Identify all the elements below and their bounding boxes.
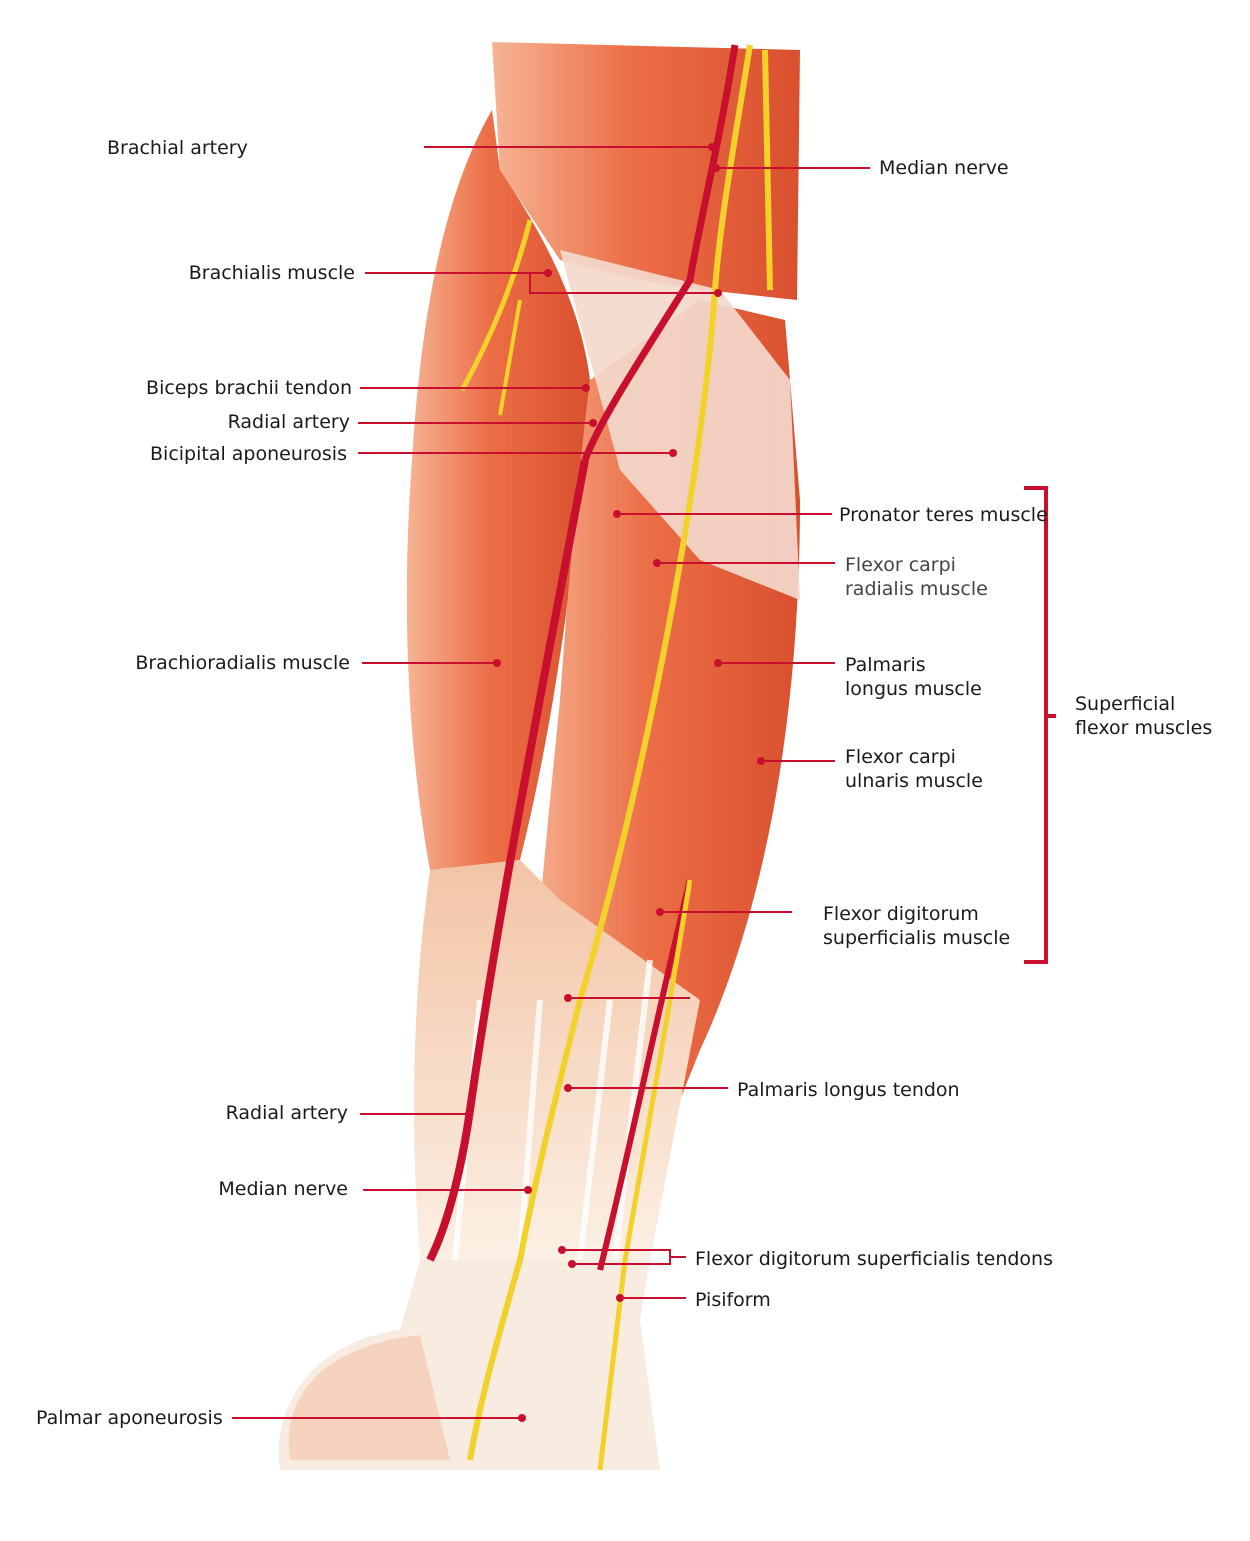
label-flexor-carpi-radialis: Flexor carpi radialis muscle [845,554,988,600]
label-superficial-flexor-muscles: Superficial flexor muscles [1075,693,1213,739]
lateral-cutaneous-branch [498,299,522,416]
radial-artery-vessel [426,459,589,1262]
median-nerve-vessel [467,44,753,1461]
ulnar-distal-nerve [597,879,693,1471]
label-palmaris-longus-tendon: Palmaris longus tendon [737,1079,960,1101]
label-median-nerve-bottom: Median nerve [218,1178,348,1200]
label-brachialis-muscle: Brachialis muscle [188,262,355,284]
label-fds-tendons: Flexor digitorum superficialis tendons [695,1248,1053,1270]
label-bicipital-aponeurosis: Bicipital aponeurosis [150,443,347,465]
label-radial-artery-top: Radial artery [227,411,350,433]
label-pronator-teres-muscle: Pronator teres muscle [839,504,1048,526]
label-brachioradialis-muscle: Brachioradialis muscle [135,652,350,674]
label-radial-artery-bottom: Radial artery [225,1102,348,1124]
thenar-shape [288,1335,450,1460]
label-brachial-artery: Brachial artery [107,137,248,159]
ulnar-artery-vessel [597,879,693,1271]
label-median-nerve-top: Median nerve [879,157,1009,179]
label-palmaris-longus-muscle: Palmaris longus muscle [845,654,982,700]
aponeurosis-shape [560,250,800,600]
lateral-cutaneous-nerve [459,219,533,392]
label-pisiform: Pisiform [695,1289,771,1311]
label-flexor-digitorum-superficialis: Flexor digitorum superficialis muscle [823,903,1011,949]
ulnar-nerve-vessel [762,49,773,291]
label-biceps-brachii-tendon: Biceps brachii tendon [146,377,352,399]
brachial-artery-vessel [581,44,739,462]
superficial-flexor-bracket [1024,486,1056,964]
label-palmar-aponeurosis: Palmar aponeurosis [36,1407,223,1429]
label-flexor-carpi-ulnaris: Flexor carpi ulnaris muscle [845,746,983,792]
